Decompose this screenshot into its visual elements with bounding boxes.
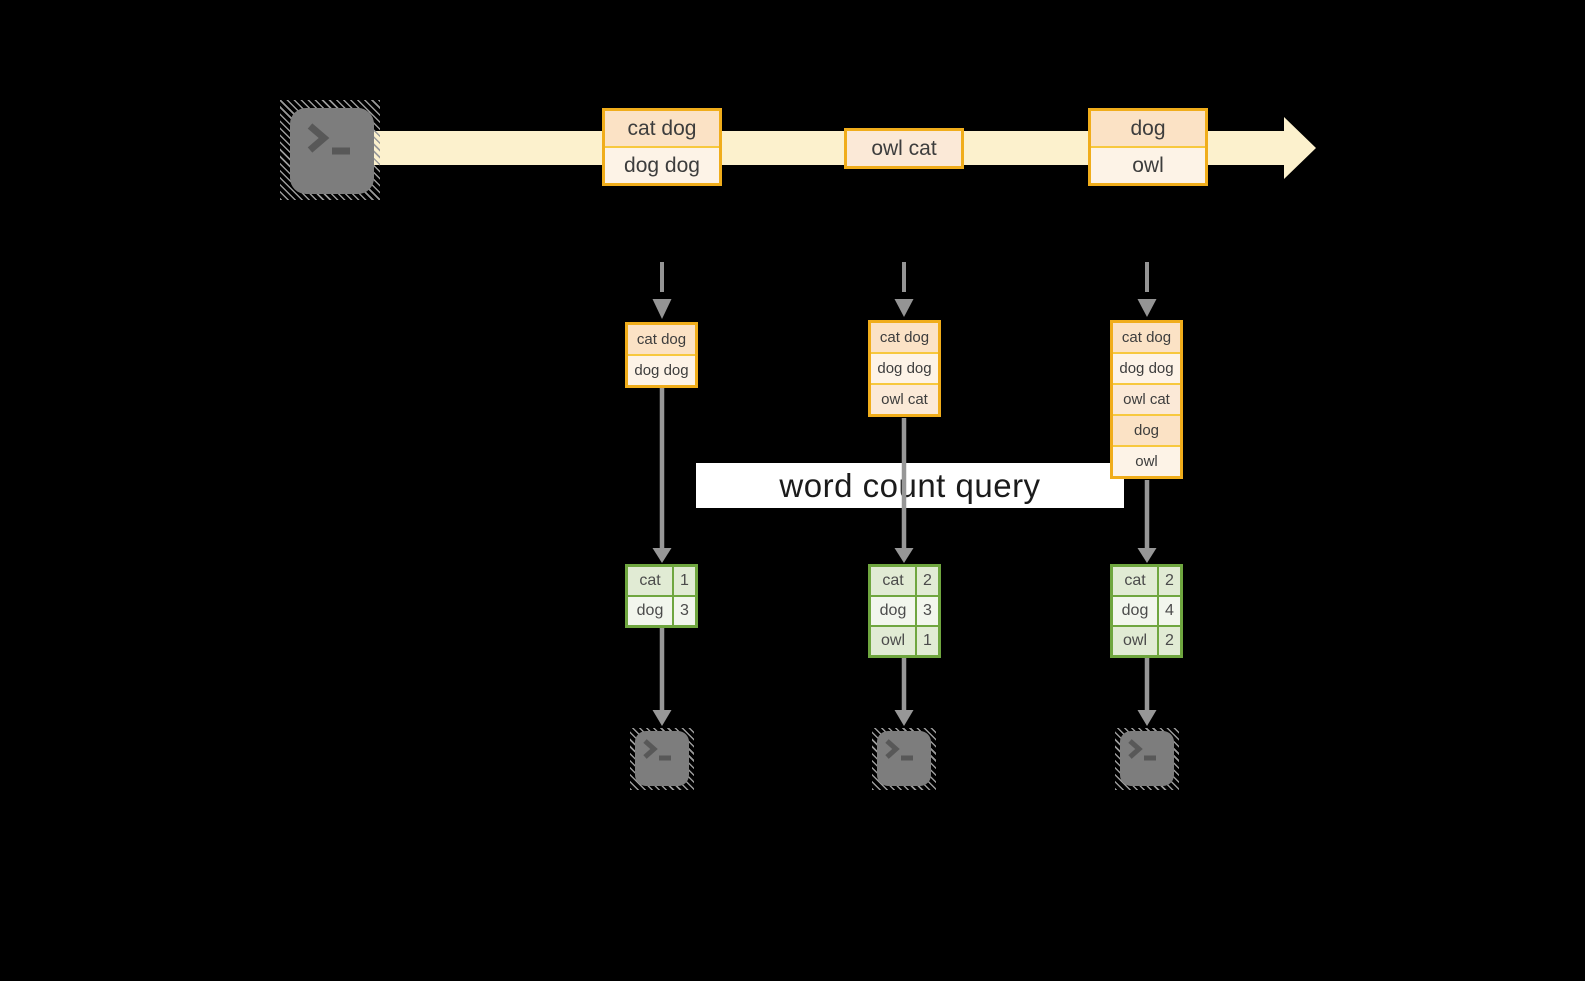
count-word: dog xyxy=(871,597,917,625)
buffer-row: cat dog xyxy=(628,325,695,354)
count-word: owl xyxy=(1113,627,1159,655)
query-arrow-middle xyxy=(894,418,914,563)
buffer-row: cat dog xyxy=(1113,323,1180,352)
query-arrow-left xyxy=(652,386,672,563)
terminal-prompt-icon xyxy=(643,739,671,761)
stream-message-row: owl xyxy=(1091,146,1205,183)
count-value: 2 xyxy=(1159,567,1180,595)
stream-message-row: dog xyxy=(1091,111,1205,146)
stream-message-row: owl cat xyxy=(847,131,961,166)
count-table-3: cat 2 dog 4 owl 2 xyxy=(1110,564,1183,658)
count-row: cat 2 xyxy=(871,567,938,595)
stream-arrowhead-icon xyxy=(1284,117,1316,179)
count-value: 2 xyxy=(917,567,938,595)
count-word: owl xyxy=(871,627,917,655)
stream-message-row: cat dog xyxy=(605,111,719,146)
count-row: dog 3 xyxy=(871,595,938,625)
dashed-arrow-right xyxy=(1137,262,1157,317)
terminal-prompt-icon xyxy=(307,123,350,155)
count-value: 4 xyxy=(1159,597,1180,625)
query-banner-label: word count query xyxy=(779,466,1041,504)
buffer-row: dog dog xyxy=(628,354,695,385)
count-word: dog xyxy=(1113,597,1159,625)
buffer-stack-1: cat dog dog dog xyxy=(625,322,698,388)
query-banner: word count query xyxy=(696,463,1124,508)
buffer-row: cat dog xyxy=(871,323,938,352)
count-table-1: cat 1 dog 3 xyxy=(625,564,698,628)
count-row: dog 3 xyxy=(628,595,695,625)
source-terminal-icon xyxy=(290,108,374,194)
buffer-row: dog xyxy=(1113,414,1180,445)
buffer-row: dog dog xyxy=(871,352,938,383)
count-row: owl 2 xyxy=(1113,625,1180,655)
stream-message-row: dog dog xyxy=(605,146,719,183)
stream-message-2: owl cat xyxy=(844,128,964,169)
stream-message-3: dog owl xyxy=(1088,108,1208,186)
sink-terminal-icon-3 xyxy=(1120,731,1174,786)
buffer-row: owl xyxy=(1113,445,1180,476)
count-row: cat 2 xyxy=(1113,567,1180,595)
terminal-prompt-icon xyxy=(1128,739,1156,761)
count-value: 3 xyxy=(674,597,695,625)
terminal-prompt-icon xyxy=(885,739,913,761)
count-value: 1 xyxy=(917,627,938,655)
count-word: cat xyxy=(871,567,917,595)
count-word: cat xyxy=(1113,567,1159,595)
buffer-stack-2: cat dog dog dog owl cat xyxy=(868,320,941,417)
count-word: dog xyxy=(628,597,674,625)
sink-terminal-icon-2 xyxy=(877,731,931,786)
count-table-2: cat 2 dog 3 owl 1 xyxy=(868,564,941,658)
buffer-row: dog dog xyxy=(1113,352,1180,383)
count-value: 3 xyxy=(917,597,938,625)
count-row: dog 4 xyxy=(1113,595,1180,625)
count-word: cat xyxy=(628,567,674,595)
count-row: owl 1 xyxy=(871,625,938,655)
buffer-row: owl cat xyxy=(1113,383,1180,414)
sink-arrow-left xyxy=(652,628,672,726)
count-value: 2 xyxy=(1159,627,1180,655)
sink-arrow-middle xyxy=(894,658,914,726)
query-arrow-right xyxy=(1137,480,1157,563)
buffer-stack-3: cat dog dog dog owl cat dog owl xyxy=(1110,320,1183,479)
stream-message-1: cat dog dog dog xyxy=(602,108,722,186)
buffer-row: owl cat xyxy=(871,383,938,414)
count-row: cat 1 xyxy=(628,567,695,595)
dashed-arrow-middle xyxy=(894,262,914,317)
dashed-arrow-left xyxy=(652,262,672,319)
count-value: 1 xyxy=(674,567,695,595)
sink-arrow-right xyxy=(1137,658,1157,726)
sink-terminal-icon-1 xyxy=(635,731,689,786)
